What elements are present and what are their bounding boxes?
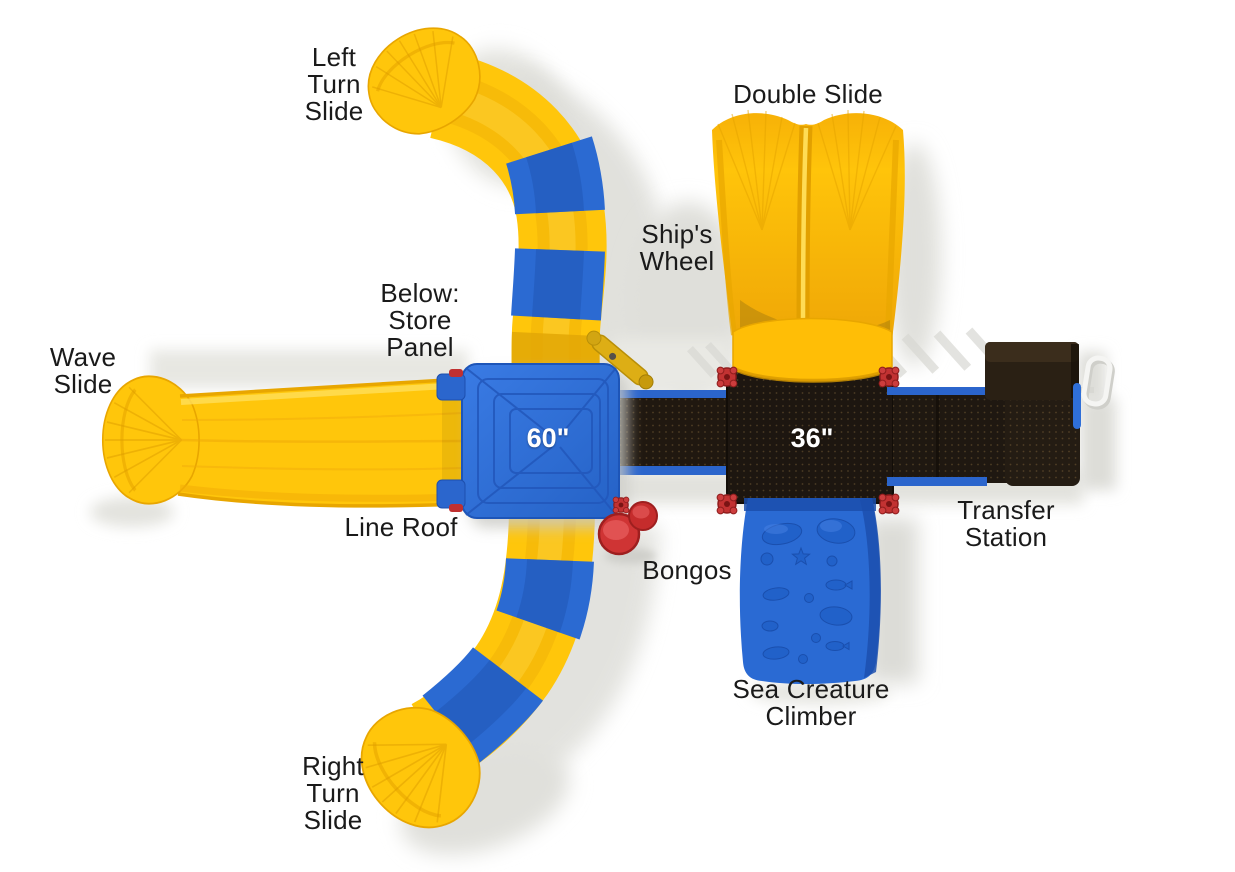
- label-double-slide: Double Slide: [733, 79, 883, 109]
- wave-slide-graphic: [100, 374, 464, 508]
- double-slide-graphic: [712, 109, 905, 383]
- label-wave-slide: Wave Slide: [49, 342, 117, 399]
- bongos-graphic: [597, 496, 658, 564]
- sea-creature-climber-graphic: [739, 498, 881, 684]
- roof-bracket-top: [436, 373, 466, 401]
- roof-ridges: [465, 367, 617, 516]
- walkway-right: [887, 387, 1015, 486]
- label-sea-creature-climber: Sea Creature Climber: [732, 674, 890, 731]
- deck-36: [726, 367, 894, 504]
- roof-size-measurement: 60": [526, 423, 570, 453]
- fish-hold-2: [825, 641, 850, 651]
- label-ships-wheel: Ship's Wheel: [639, 219, 715, 276]
- transfer-handle-loop: [1081, 355, 1115, 410]
- bridge-walkway: [612, 390, 738, 475]
- label-line-roof: Line Roof: [344, 512, 458, 542]
- ships-wheel-graphic: [586, 330, 654, 390]
- label-right-turn-slide: Right Turn Slide: [302, 751, 364, 835]
- sea-creature-holds: [760, 518, 856, 664]
- deck-height-measurement: 36": [790, 423, 834, 453]
- line-roof-graphic: [436, 363, 628, 528]
- slide-hood: [732, 317, 893, 382]
- label-transfer-station: Transfer Station: [957, 495, 1055, 552]
- handrail-post: [1073, 383, 1081, 429]
- slide-ridge-lines: [717, 109, 897, 231]
- transfer-station-graphic: [985, 342, 1115, 486]
- roof-bracket-bottom: [436, 479, 466, 509]
- right-turn-slide-graphic: [336, 510, 595, 852]
- starfish-hold: [791, 546, 811, 566]
- label-below-store-panel: Below: Store Panel: [380, 278, 460, 362]
- label-left-turn-slide: Left Turn Slide: [304, 42, 364, 126]
- label-bongos: Bongos: [642, 555, 732, 585]
- fish-hold: [825, 579, 853, 591]
